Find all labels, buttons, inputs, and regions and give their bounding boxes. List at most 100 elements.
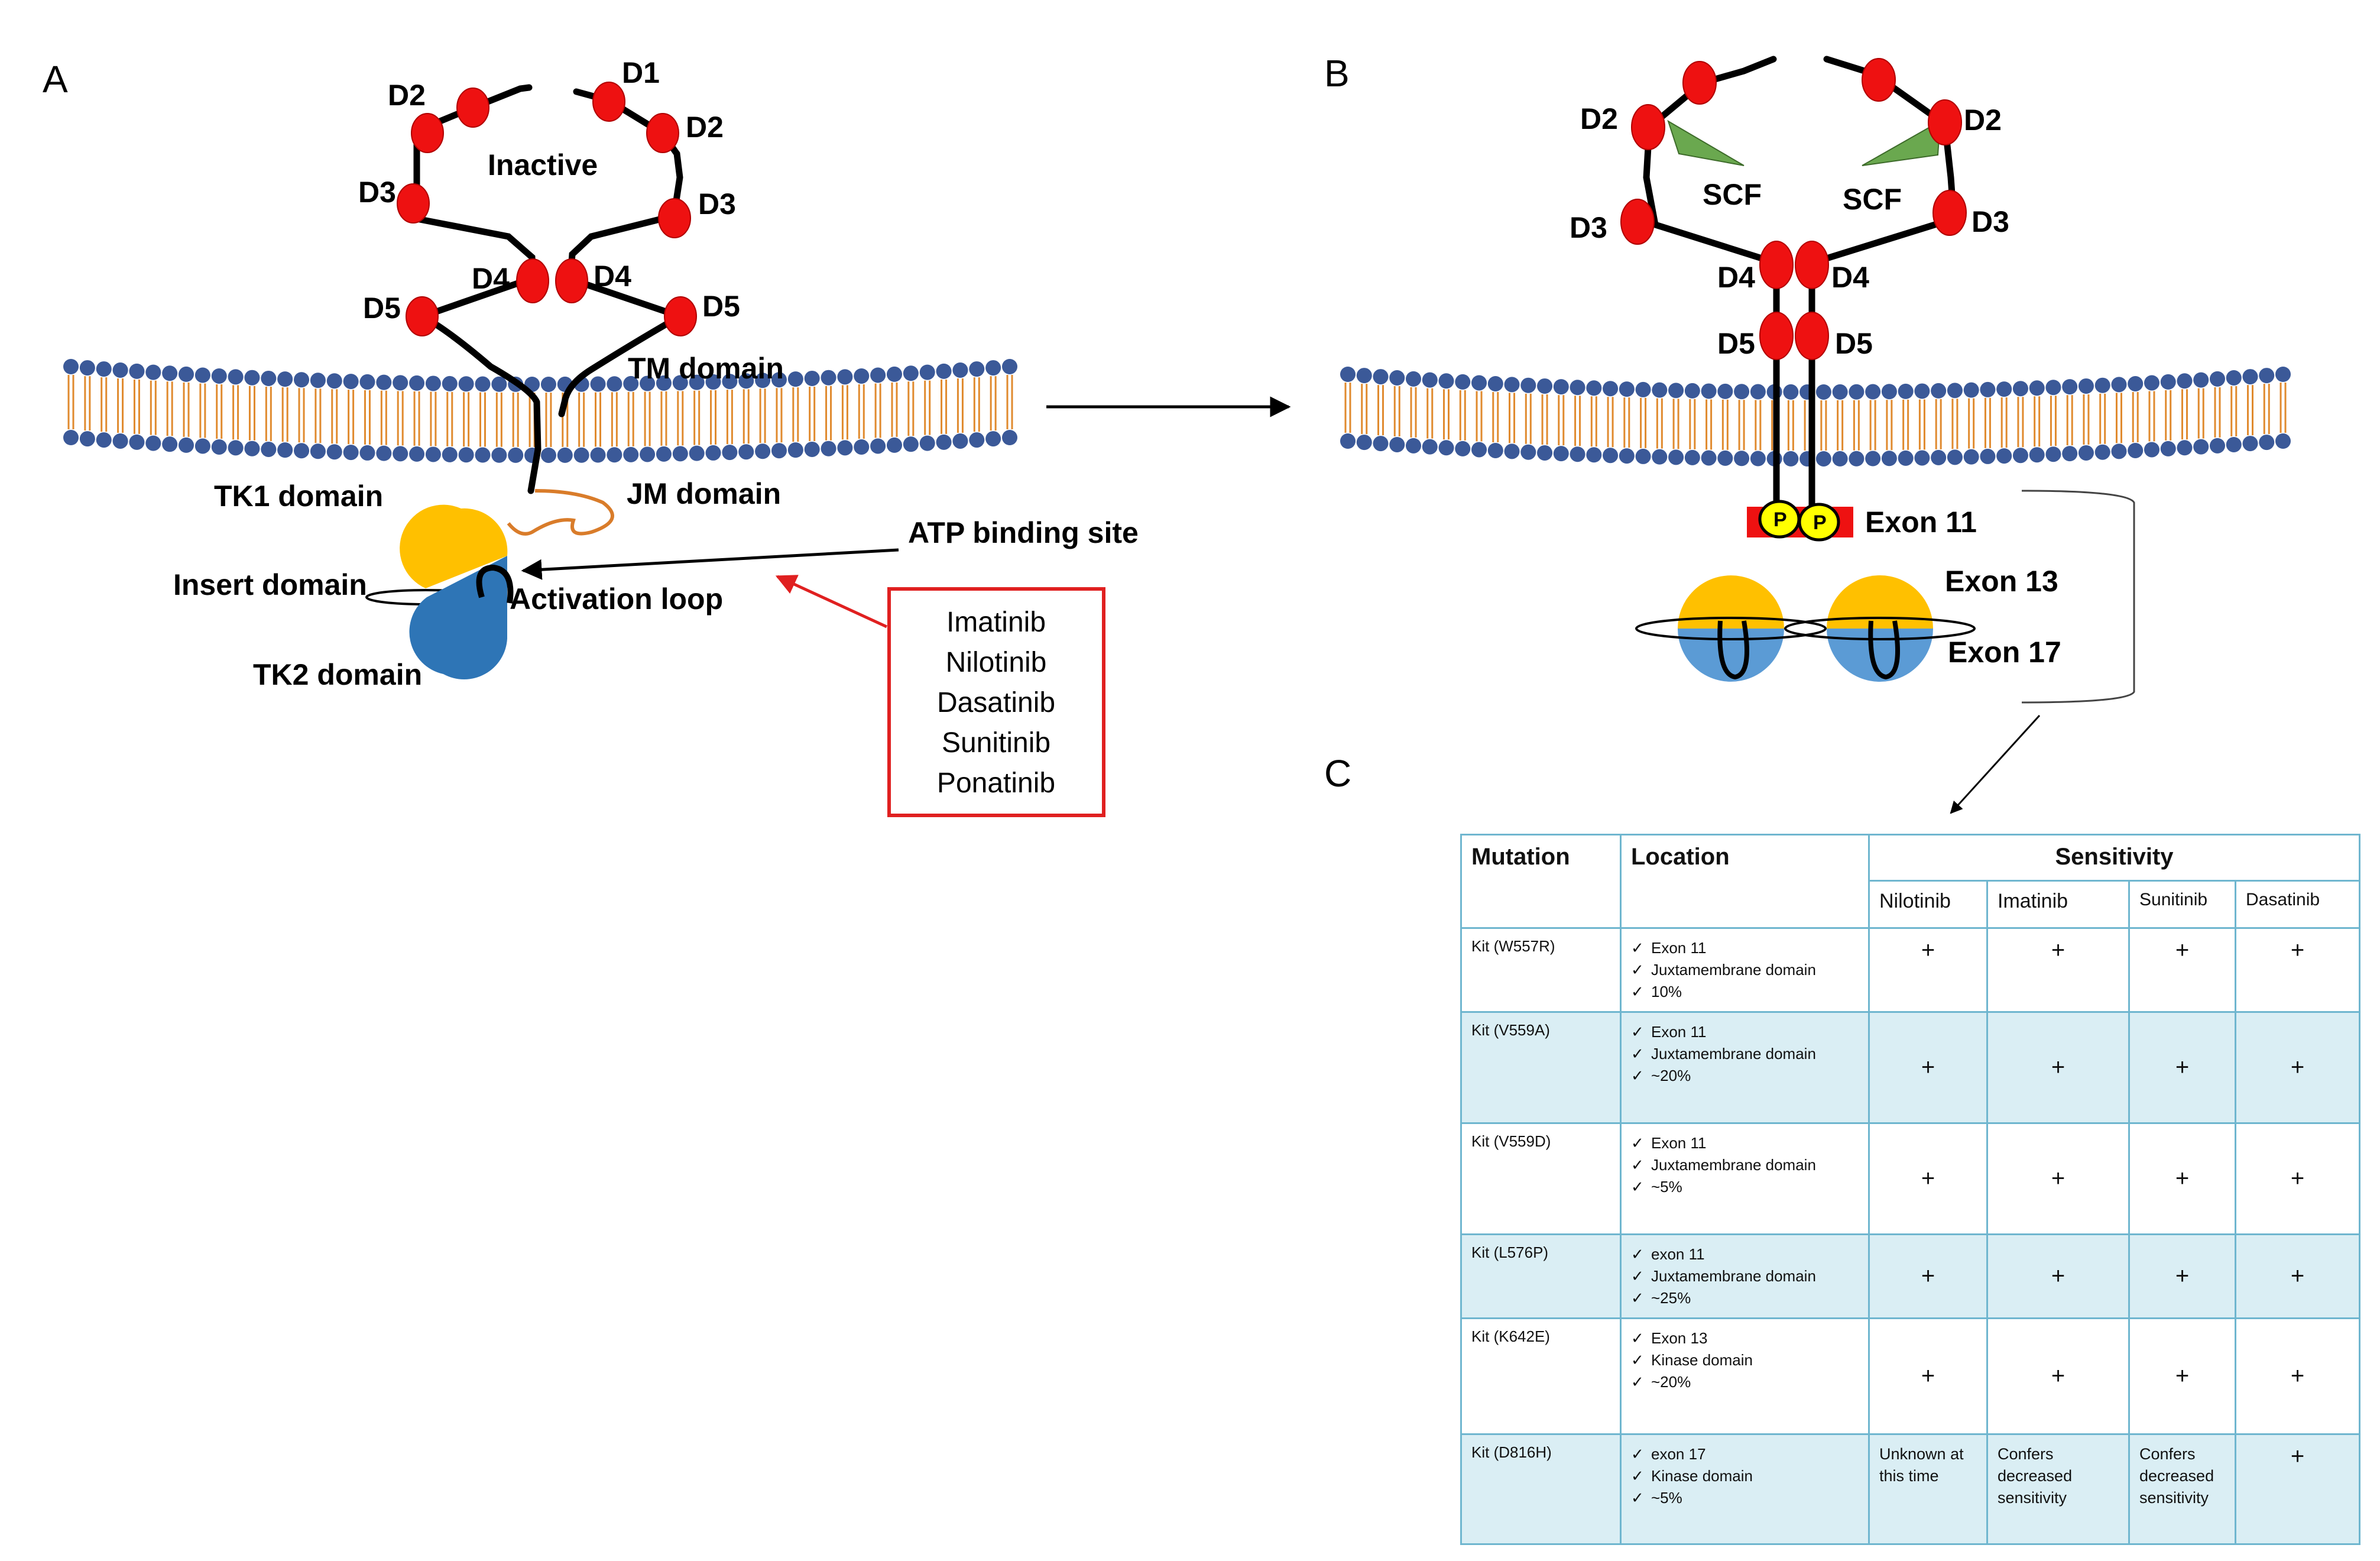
- check-icon: ✓: [1631, 1489, 1644, 1507]
- kinase-b-left: [1635, 575, 1827, 682]
- location-cell: ✓exon 11✓Juxtamembrane domain✓~25%: [1620, 1233, 1870, 1319]
- label-tk2-domain: TK2 domain: [253, 658, 422, 691]
- location-cell: ✓exon 17✓Kinase domain✓~5%: [1620, 1433, 1870, 1545]
- label-b-d5-right: D5: [1835, 327, 1873, 360]
- label-jm-domain: JM domain: [627, 477, 781, 510]
- table-row: Kit (V559D)✓Exon 11✓Juxtamembrane domain…: [1460, 1122, 2361, 1235]
- sensitivity-cell-sunitinib: +: [2128, 1317, 2236, 1435]
- label-a-d5-left: D5: [363, 292, 401, 325]
- label-a-inactive: Inactive: [488, 148, 598, 182]
- check-icon: ✓: [1631, 1467, 1644, 1485]
- check-icon: ✓: [1631, 1045, 1644, 1063]
- label-a-d4-left: D4: [472, 262, 510, 295]
- receptor-a-backbone: [413, 84, 688, 494]
- phospho-left-icon: P: [1758, 500, 1801, 539]
- sensitivity-cell-imatinib: +: [1986, 1233, 2130, 1319]
- receptor-a-domains: [397, 82, 697, 336]
- bracket-arrow: [1950, 714, 2041, 814]
- sensitivity-cell-dasatinib: +: [2234, 927, 2361, 1013]
- label-a-d1: D1: [622, 56, 660, 89]
- mutation-cell: Kit (W557R): [1460, 927, 1622, 1013]
- svg-text:P: P: [1813, 511, 1827, 534]
- drug-box: [887, 587, 1105, 817]
- sensitivity-cell-nilotinib: +: [1868, 927, 1988, 1013]
- sensitivity-cell-sunitinib: +: [2128, 1011, 2236, 1124]
- atp-arrow: [521, 548, 899, 580]
- sensitivity-cell-sunitinib: +: [2128, 927, 2236, 1013]
- sensitivity-cell-imatinib: Confers decreased sensitivity: [1986, 1433, 2130, 1545]
- label-scf-left: SCF: [1703, 178, 1762, 211]
- sensitivity-cell-nilotinib: +: [1868, 1011, 1988, 1124]
- location-cell: ✓Exon 11✓Juxtamembrane domain✓10%: [1620, 927, 1870, 1013]
- check-icon: ✓: [1631, 983, 1644, 1000]
- drug-imatinib: Imatinib: [946, 607, 1046, 638]
- kinase-b-right: [1784, 575, 1976, 682]
- header-mutation: Mutation: [1460, 834, 1622, 929]
- sensitivity-cell-sunitinib: +: [2128, 1233, 2236, 1319]
- drug-dasatinib: Dasatinib: [937, 687, 1055, 718]
- receptor-b-domains: [1620, 58, 1967, 360]
- label-b-d3-right: D3: [1972, 205, 2009, 238]
- label-a-d3-right: D3: [698, 187, 736, 221]
- sensitivity-cell-sunitinib: Confers decreased sensitivity: [2128, 1433, 2236, 1545]
- mutation-cell: Kit (V559D): [1460, 1122, 1622, 1235]
- jm-domain-loop: [507, 489, 614, 536]
- label-tk1-domain: TK1 domain: [214, 480, 383, 513]
- sensitivity-cell-nilotinib: +: [1868, 1317, 1988, 1435]
- header-sensitivity: Sensitivity: [1867, 834, 2361, 882]
- location-cell: ✓Exon 11✓Juxtamembrane domain✓~20%: [1620, 1011, 1870, 1124]
- sensitivity-cell-dasatinib: +: [2234, 1011, 2361, 1124]
- table-row: Kit (D816H)✓exon 17✓Kinase domain✓~5%Unk…: [1460, 1433, 2361, 1545]
- label-tm-domain: TM domain: [628, 352, 784, 385]
- sensitivity-cell-dasatinib: +: [2234, 1317, 2361, 1435]
- drug-list: ImatinibNilotinibDasatinibSunitinibPonat…: [937, 607, 1055, 799]
- location-cell: ✓Exon 13✓Kinase domain✓~20%: [1620, 1317, 1870, 1435]
- label-b-d4-right: D4: [1831, 261, 1869, 294]
- sensitivity-cell-dasatinib: +: [2234, 1433, 2361, 1545]
- sensitivity-cell-nilotinib: Unknown at this time: [1868, 1433, 1988, 1545]
- header-sunitinib: Sunitinib: [2128, 880, 2236, 929]
- check-icon: ✓: [1631, 1023, 1644, 1041]
- label-scf-right: SCF: [1843, 183, 1902, 216]
- sensitivity-table-wrap: Mutation Location Sensitivity Nilotinib …: [1460, 834, 2361, 1545]
- header-dasatinib: Dasatinib: [2234, 880, 2361, 929]
- table-row: Kit (L576P)✓exon 11✓Juxtamembrane domain…: [1460, 1233, 2361, 1319]
- table-row: Kit (K642E)✓Exon 13✓Kinase domain✓~20%++…: [1460, 1317, 2361, 1435]
- header-imatinib: Imatinib: [1986, 880, 2130, 929]
- label-exon17: Exon 17: [1948, 636, 2061, 669]
- label-exon11: Exon 11: [1865, 506, 1977, 539]
- label-activation-loop: Activation loop: [510, 582, 723, 616]
- sensitivity-cell-imatinib: +: [1986, 1011, 2130, 1124]
- header-location: Location: [1620, 834, 1870, 929]
- check-icon: ✓: [1631, 1445, 1644, 1463]
- drug-arrow: [775, 575, 888, 629]
- check-icon: ✓: [1631, 1329, 1644, 1347]
- sensitivity-cell-nilotinib: +: [1868, 1122, 1988, 1235]
- label-a-d2-right: D2: [686, 111, 724, 144]
- mutation-cell: Kit (D816H): [1460, 1433, 1622, 1545]
- label-insert-domain: Insert domain: [173, 568, 367, 601]
- table-row: Kit (W557R)✓Exon 11✓Juxtamembrane domain…: [1460, 927, 2361, 1013]
- sensitivity-cell-nilotinib: +: [1868, 1233, 1988, 1319]
- panel-c-letter: C: [1324, 752, 1351, 795]
- mutation-cell: Kit (K642E): [1460, 1317, 1622, 1435]
- exon-bracket: [2021, 490, 2135, 704]
- location-cell: ✓Exon 11✓Juxtamembrane domain✓~5%: [1620, 1122, 1870, 1235]
- scf-left-triangle: [1667, 119, 1745, 166]
- label-b-d2-right: D2: [1964, 103, 2002, 137]
- drug-nilotinib: Nilotinib: [946, 647, 1047, 678]
- panel-b-letter: B: [1324, 52, 1350, 95]
- check-icon: ✓: [1631, 1267, 1644, 1285]
- check-icon: ✓: [1631, 1373, 1644, 1391]
- panel-a-membrane: [63, 359, 1017, 463]
- svg-text:P: P: [1773, 509, 1787, 531]
- drug-sunitinib: Sunitinib: [942, 727, 1050, 759]
- sensitivity-cell-imatinib: +: [1986, 1122, 2130, 1235]
- label-a-d2-left: D2: [388, 79, 426, 112]
- check-icon: ✓: [1631, 939, 1644, 957]
- sensitivity-table: Mutation Location Sensitivity Nilotinib …: [1460, 834, 2361, 1545]
- check-icon: ✓: [1631, 1156, 1644, 1174]
- check-icon: ✓: [1631, 961, 1644, 979]
